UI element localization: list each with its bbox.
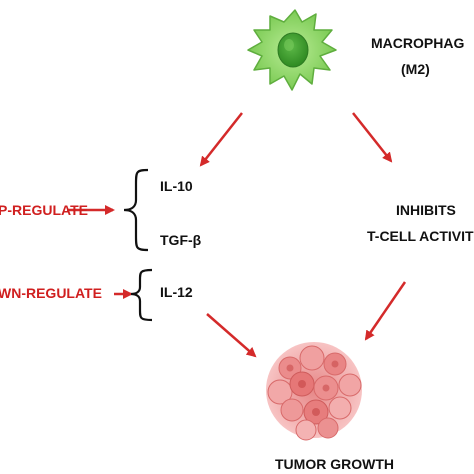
brace-upregulate <box>123 168 149 252</box>
il10-label: IL-10 <box>160 178 193 194</box>
arrow-macrophage-to-cytokines <box>199 112 243 167</box>
macrophage-label-line1: MACROPHAG <box>371 35 465 51</box>
tumor-cluster-icon <box>266 342 362 441</box>
macrophage-label-line2: (M2) <box>401 61 430 77</box>
inhibits-label-line1: INHIBITS <box>396 202 456 218</box>
arrow-macrophage-to-inhibits <box>352 112 393 163</box>
downregulate-label: WN-REGULATE <box>0 285 102 301</box>
upregulate-label: P-REGULATE <box>0 202 88 218</box>
il12-label: IL-12 <box>160 284 193 300</box>
tumor-growth-label: TUMOR GROWTH <box>275 456 394 472</box>
arrow-il12-to-tumor <box>206 313 257 358</box>
tgfb-label: TGF-β <box>160 232 202 248</box>
macrophage-cell-icon <box>247 9 337 91</box>
inhibits-label-line2: T-CELL ACTIVIT <box>367 228 474 244</box>
brace-downregulate <box>130 268 153 322</box>
arrow-inhibits-to-tumor <box>364 281 407 341</box>
